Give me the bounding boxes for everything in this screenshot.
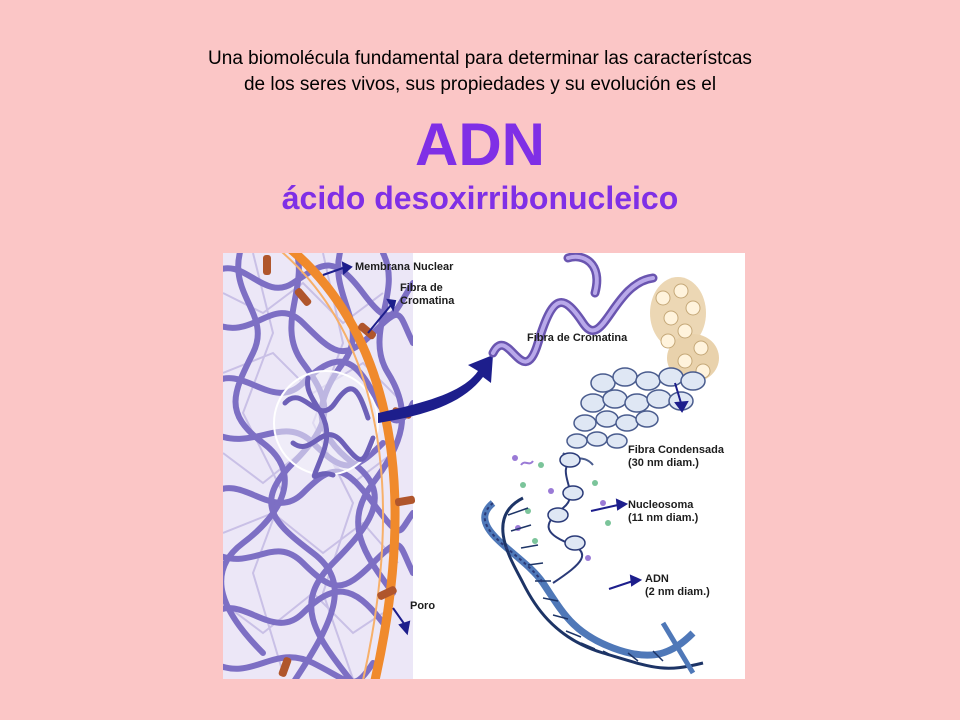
magnification-arrow [378, 355, 493, 423]
nucleosome-chain [512, 452, 611, 584]
label-adn-line1: ADN [645, 573, 669, 585]
label-fibra-cromatina-1-line2: Cromatina [400, 295, 455, 307]
label-nucleosoma: Nucleosoma (11 nm diam.) [628, 499, 698, 525]
nucleosome-solenoid [562, 367, 706, 466]
label-arrows [322, 261, 689, 636]
intro-line-2: de los seres vivos, sus propiedades y su… [243, 74, 717, 95]
condensed-fiber [650, 277, 719, 382]
label-fibra-condensada-line2: (30 nm diam.) [628, 457, 699, 469]
nuclear-membrane [288, 253, 400, 679]
label-fibra-cromatina-1-line1: Fibra de [400, 282, 443, 294]
label-nucleosoma-line2: (11 nm diam.) [628, 512, 699, 524]
label-poro: Poro [410, 600, 436, 612]
dna-illustration: Membrana Nuclear Fibra de Cromatina Fibr… [223, 253, 745, 679]
page-title: ADN [415, 111, 545, 178]
label-fibra-condensada: Fibra Condensada (30 nm diam.) [628, 444, 724, 470]
intro-text: Una biomolécula fundamental para determi… [0, 46, 960, 98]
label-membrana-nuclear: Membrana Nuclear [355, 261, 454, 273]
page-subtitle: ácido desoxirribonucleico [281, 180, 679, 216]
intro-line-1: Una biomolécula fundamental para determi… [208, 48, 752, 69]
label-adn-line2: (2 nm diam.) [645, 586, 710, 598]
label-adn: ADN (2 nm diam.) [645, 573, 710, 599]
dna-illustration-graphic [223, 253, 719, 679]
label-fibra-condensada-line1: Fibra Condensada [628, 444, 724, 456]
label-fibra-cromatina-1: Fibra de Cromatina [400, 282, 454, 308]
label-nucleosoma-line1: Nucleosoma [628, 499, 694, 511]
dna-double-helix [481, 496, 704, 675]
label-fibra-cromatina-2: Fibra de Cromatina [527, 332, 628, 344]
